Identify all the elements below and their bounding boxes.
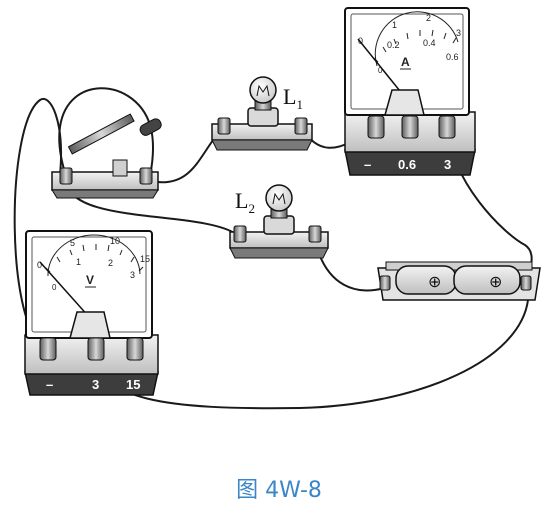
- ammeter-terminal-label-0.6: 0.6: [398, 157, 416, 172]
- lamp-l1: L1: [211, 76, 313, 151]
- battery-terminal-right[interactable]: [520, 275, 532, 291]
- battery-box: ⊕ ⊕: [377, 261, 541, 301]
- ammeter-terminal-label-minus: –: [364, 157, 371, 172]
- voltmeter-terminal-label-3: 3: [92, 377, 99, 392]
- battery-cell-2: [453, 265, 521, 295]
- wire-voltmeter-3-to-battery: [94, 299, 529, 410]
- ammeter-terminals: [367, 115, 456, 139]
- battery-terminal-left[interactable]: [379, 275, 391, 291]
- ammeter: 0 1 2 3 0 0.2 0.4 0.6 A – 0.6 3: [344, 7, 476, 176]
- switch-terminal-right[interactable]: [139, 167, 153, 185]
- ammeter-inner-tick-0: 0: [378, 66, 383, 75]
- voltmeter-inner-tick-1: 1: [76, 257, 81, 267]
- lamp-l2: L2: [229, 184, 329, 259]
- voltmeter-unit-label: V: [86, 273, 94, 287]
- ammeter-terminal-3[interactable]: [438, 115, 456, 139]
- knife-switch: [51, 113, 163, 199]
- ammeter-terminal-minus[interactable]: [367, 115, 385, 139]
- voltmeter-terminal-3[interactable]: [87, 337, 105, 361]
- voltmeter-outer-tick-3: 15: [140, 254, 150, 264]
- wire-switch-to-voltmeter-3: [58, 87, 154, 177]
- voltmeter-outer-tick-1: 5: [70, 238, 75, 248]
- voltmeter-outer-tick-2: 10: [110, 236, 120, 246]
- lamp-l2-terminal-left[interactable]: [233, 225, 247, 243]
- battery-cell-1-plus-icon: ⊕: [428, 274, 441, 291]
- voltmeter-inner-tick-3: 3: [130, 270, 135, 280]
- ammeter-outer-tick-1: 1: [392, 20, 397, 30]
- lamp-l2-bulb-icon: [265, 184, 293, 212]
- ammeter-terminal-label-3: 3: [444, 157, 451, 172]
- ammeter-outer-tick-2: 2: [426, 13, 431, 23]
- ammeter-inner-tick-2: 0.4: [423, 38, 436, 48]
- lamp-l2-label: L2: [235, 188, 255, 216]
- voltmeter-terminal-15[interactable]: [126, 337, 144, 361]
- ammeter-inner-tick-3: 0.6: [446, 52, 459, 62]
- voltmeter-terminals: [39, 337, 144, 361]
- switch-terminal-left[interactable]: [59, 167, 73, 185]
- ammeter-inner-tick-1: 0.2: [387, 40, 400, 50]
- voltmeter-terminal-label-minus: –: [46, 377, 53, 392]
- lamp-l1-label: L1: [283, 84, 303, 112]
- battery-cell-1: [395, 265, 457, 295]
- battery-cell-2-plus-icon: ⊕: [489, 274, 502, 291]
- voltmeter-terminal-minus[interactable]: [39, 337, 57, 361]
- lamp-l1-bulb-icon: [249, 76, 277, 104]
- wire-voltmeter-minus-loop: [13, 97, 62, 351]
- lamp-l1-terminal-left[interactable]: [217, 117, 231, 135]
- voltmeter-inner-tick-2: 2: [108, 258, 113, 268]
- voltmeter-outer-tick-0: 0: [37, 260, 42, 270]
- wire-switch-right-to-lamp1: [149, 129, 223, 184]
- ammeter-needle: [357, 38, 405, 97]
- switch-blade[interactable]: [67, 113, 135, 155]
- ammeter-terminal-0.6[interactable]: [401, 115, 419, 139]
- lamp-l2-terminal-right[interactable]: [308, 225, 322, 243]
- voltmeter: 0 5 10 15 0 1 2 3 V – 3 15: [24, 230, 159, 396]
- figure-caption: 图 4W-8: [236, 478, 322, 503]
- lamp-l1-terminal-right[interactable]: [294, 117, 308, 135]
- voltmeter-needle: [39, 261, 91, 319]
- voltmeter-inner-tick-0: 0: [52, 283, 57, 292]
- ammeter-unit-label: A: [401, 55, 410, 69]
- ammeter-outer-tick-3: 3: [456, 28, 461, 38]
- switch-handle[interactable]: [138, 117, 163, 137]
- voltmeter-terminal-label-15: 15: [126, 377, 140, 392]
